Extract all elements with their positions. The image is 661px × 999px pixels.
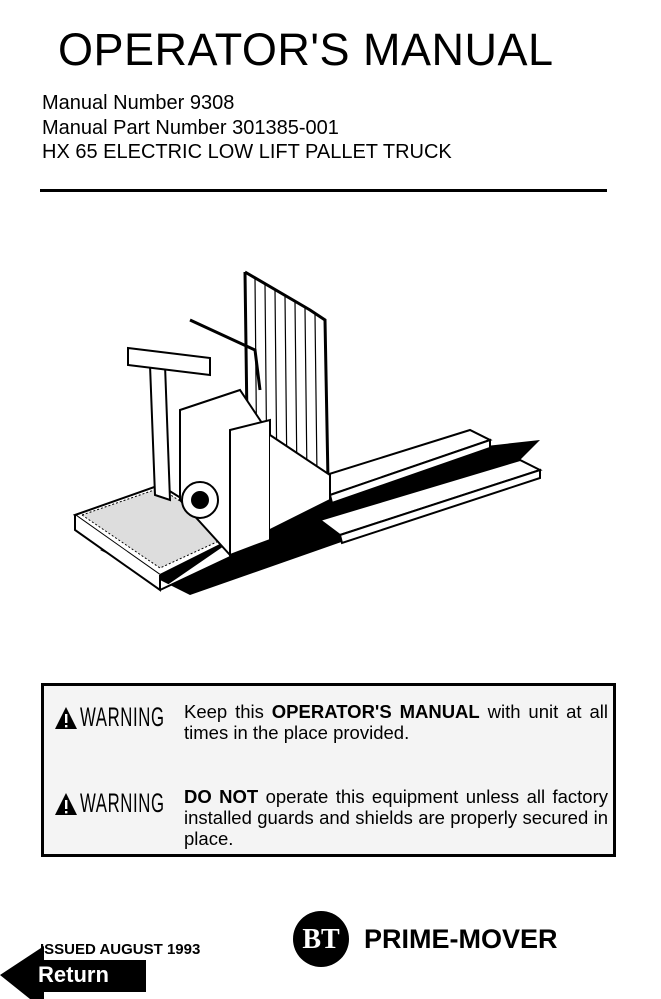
product-name: HX 65 ELECTRIC LOW LIFT PALLET TRUCK — [42, 141, 452, 163]
svg-text:BT: BT — [302, 924, 340, 955]
brand-logo: BT PRIME-MOVER — [292, 910, 558, 968]
warning-label: WARNING — [54, 788, 217, 819]
issue-date: ISSUED AUGUST 1993 — [40, 941, 201, 958]
warning-triangle-icon — [55, 792, 77, 815]
warnings-box: WARNING Keep this OPERATOR'S MANUAL with… — [41, 683, 616, 857]
manual-number: Manual Number 9308 — [42, 92, 235, 114]
warning-text-2: DO NOT operate this equipment unless all… — [184, 786, 608, 849]
return-button[interactable]: Return — [0, 946, 146, 999]
page-title: OPERATOR'S MANUAL — [58, 24, 554, 75]
warning-text-1: Keep this OPERATOR'S MANUAL with unit at… — [184, 701, 608, 743]
pallet-truck-illustration — [72, 270, 543, 595]
divider — [40, 189, 607, 192]
bt-logo-icon: BT — [293, 911, 349, 967]
part-number: Manual Part Number 301385-001 — [42, 117, 339, 139]
warning-triangle-icon — [55, 706, 77, 729]
brand-name: PRIME-MOVER — [364, 923, 558, 954]
left-arrow-icon — [0, 946, 146, 999]
warning-label: WARNING — [54, 702, 217, 733]
